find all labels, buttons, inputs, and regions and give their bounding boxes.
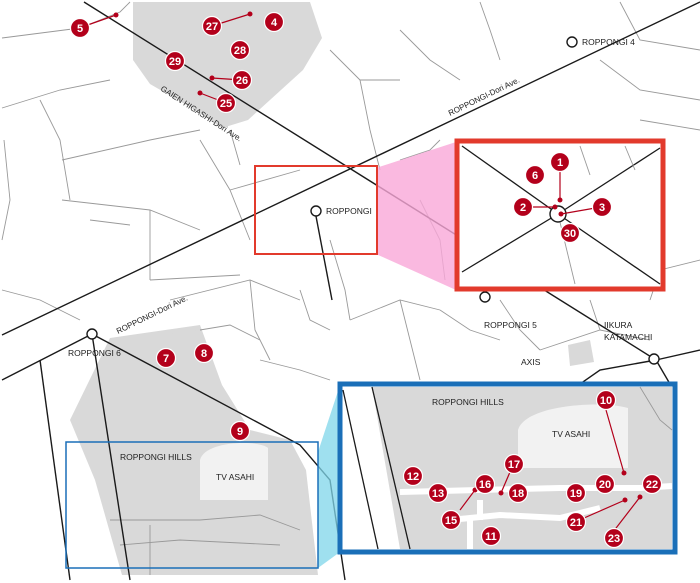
marker-label: 22 [646, 479, 658, 491]
marker-30: 30 [559, 222, 581, 244]
marker-label: 27 [206, 21, 218, 33]
marker-2: 2 [512, 196, 534, 218]
label-roppongi5: ROPPONGI 5 [484, 320, 537, 330]
marker-16: 16 [474, 473, 496, 495]
marker-label: 25 [220, 98, 232, 110]
marker-28: 28 [229, 39, 251, 61]
marker-label: 29 [169, 56, 181, 68]
marker-label: 18 [512, 488, 524, 500]
marker-label: 28 [234, 45, 246, 57]
label-roppongi4: ROPPONGI 4 [582, 37, 635, 47]
marker-18: 18 [507, 482, 529, 504]
marker-label: 26 [236, 75, 248, 87]
marker-9: 9 [229, 420, 251, 442]
red-zoom-area [254, 165, 378, 255]
marker-10: 10 [595, 389, 617, 411]
marker-label: 23 [608, 533, 620, 545]
marker-23: 23 [603, 527, 625, 549]
label-tv-asahi: TV ASAHI [216, 472, 254, 482]
marker-label: 5 [77, 23, 83, 35]
marker-25: 25 [215, 92, 237, 114]
marker-26: 26 [231, 69, 253, 91]
marker-label: 4 [271, 17, 278, 29]
label-axis: AXIS [521, 357, 541, 367]
label-roppongi-hills: ROPPONGI HILLS [120, 452, 192, 462]
marker-label: 7 [163, 353, 169, 365]
marker-label: 16 [479, 479, 491, 491]
marker-6: 6 [524, 164, 546, 186]
marker-label: 19 [570, 488, 582, 500]
marker-1: 1 [549, 151, 571, 173]
label-roppongi6: ROPPONGI 6 [68, 348, 121, 358]
marker-label: 30 [564, 228, 576, 240]
marker-27: 27 [201, 15, 223, 37]
marker-19: 19 [565, 482, 587, 504]
marker-17: 17 [503, 453, 525, 475]
marker-5: 5 [69, 17, 91, 39]
marker-label: 15 [445, 515, 457, 527]
marker-7: 7 [155, 347, 177, 369]
marker-4: 4 [263, 11, 285, 33]
marker-label: 21 [570, 517, 582, 529]
marker-20: 20 [594, 473, 616, 495]
label-katamachi: KATAMACHI [604, 332, 652, 342]
marker-label: 9 [237, 426, 243, 438]
marker-8: 8 [193, 342, 215, 364]
blue-zoom-connector [318, 385, 340, 568]
marker-13: 13 [427, 482, 449, 504]
label-iikura: IIKURA [604, 320, 633, 330]
red-zoom-connector [376, 142, 456, 290]
label-tv-asahi-inset: TV ASAHI [552, 429, 590, 439]
marker-12: 12 [402, 465, 424, 487]
blue-zoom-area [65, 441, 319, 569]
tv-asahi-building [200, 443, 268, 500]
intersections [86, 36, 660, 365]
marker-label: 20 [599, 479, 611, 491]
marker-label: 8 [201, 348, 207, 360]
marker-label: 13 [432, 488, 444, 500]
marker-3: 3 [591, 196, 613, 218]
marker-label: 10 [600, 395, 612, 407]
marker-label: 12 [407, 471, 419, 483]
marker-21: 21 [565, 511, 587, 533]
marker-label: 11 [485, 531, 497, 543]
marker-label: 17 [508, 459, 520, 471]
marker-label: 3 [599, 202, 605, 214]
marker-29: 29 [164, 50, 186, 72]
marker-label: 2 [520, 202, 526, 214]
label-hills-inset: ROPPONGI HILLS [432, 397, 504, 407]
city-blocks [70, 2, 594, 575]
marker-label: 6 [532, 170, 538, 182]
marker-15: 15 [440, 509, 462, 531]
marker-11: 11 [480, 525, 502, 547]
marker-22: 22 [641, 473, 663, 495]
marker-label: 1 [557, 157, 563, 169]
label-roppongi: ROPPONGI [326, 206, 372, 216]
